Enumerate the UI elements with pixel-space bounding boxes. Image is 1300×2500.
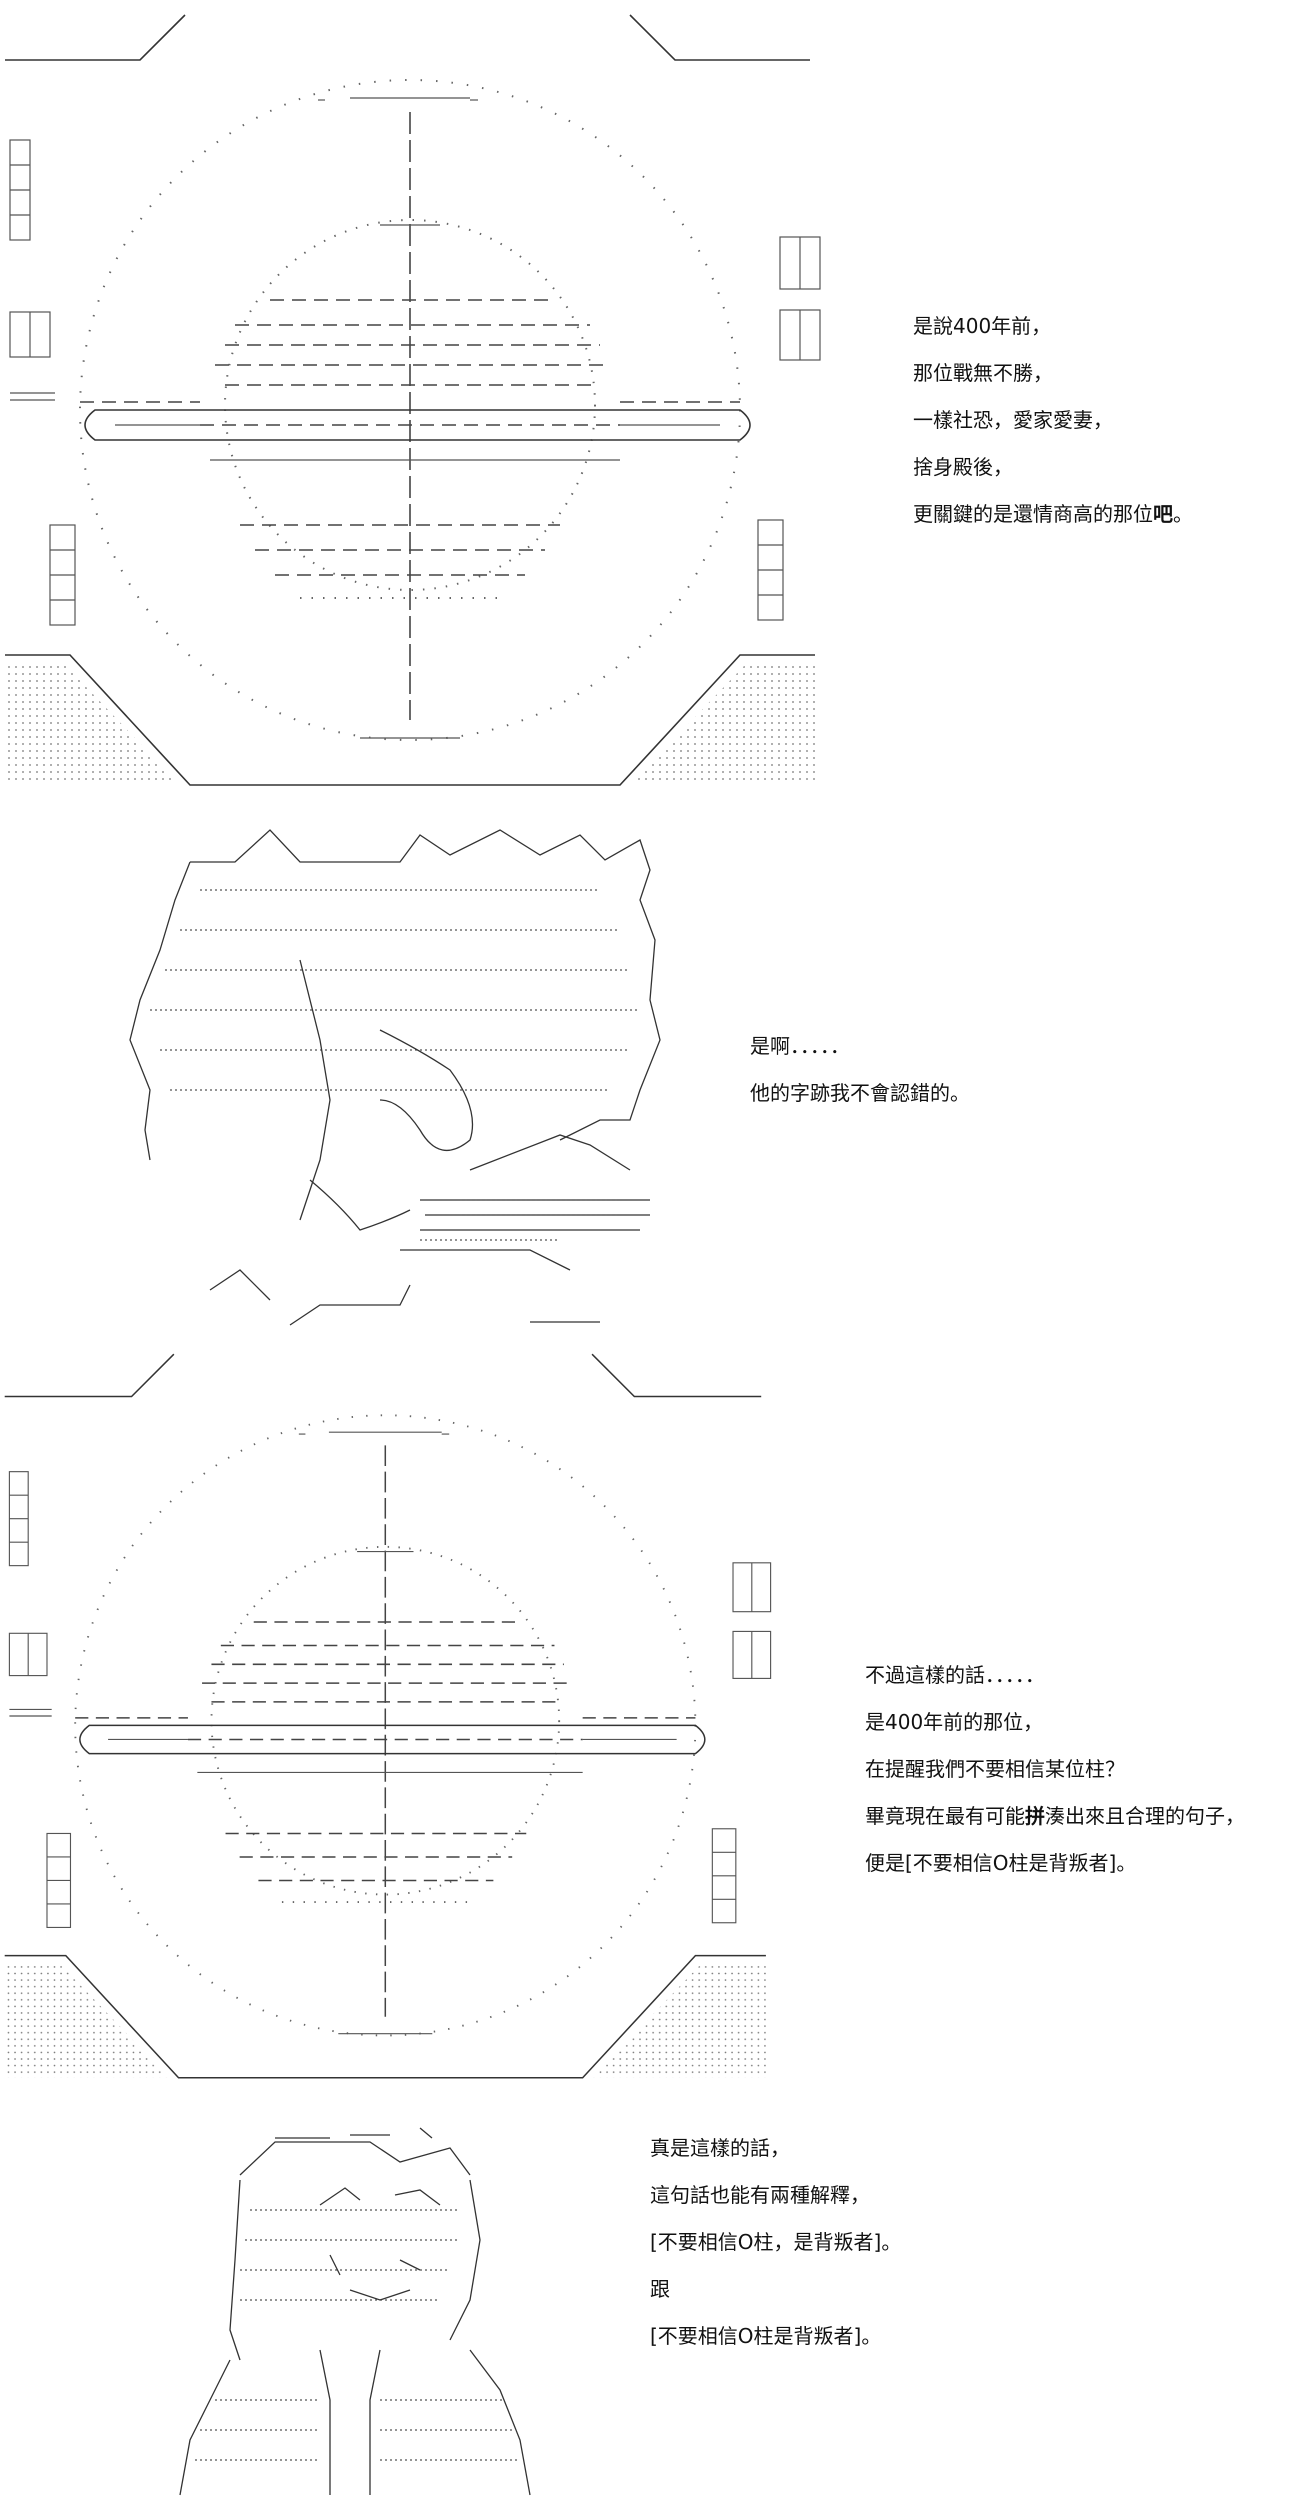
- caption-line: 更關鍵的是還情商高的那位吧。: [913, 491, 1193, 538]
- caption-bold-text: 吧: [1153, 502, 1173, 526]
- caption-line: 真是這樣的話，: [650, 2136, 790, 2160]
- caption-line: 跟: [650, 2277, 670, 2301]
- panel-3-hud-scope: 不過這樣的話．．．．． 是400年前的那位， 在提醒我們不要相信某位柱？ 畢竟現…: [0, 1340, 1300, 2100]
- caption-line: 是說400年前，: [913, 314, 1052, 338]
- caption-line: 捨身殿後，: [913, 455, 1013, 479]
- character-art: [129, 829, 661, 1326]
- character-art: [179, 2127, 531, 2496]
- caption-text: 湊出來且合理的句子，: [1045, 1804, 1245, 1828]
- hud-scope-drawing: [3, 1353, 772, 2079]
- caption-text: 。: [1173, 502, 1193, 526]
- panel-4-character: 真是這樣的話， 這句話也能有兩種解釋， [不要相信O柱，是背叛者]。 跟 [不要…: [0, 2100, 1300, 2500]
- panel-1-caption: 是說400年前， 那位戰無不勝， 一樣社恐，愛家愛妻， 捨身殿後， 更關鍵的是還…: [913, 303, 1193, 538]
- caption-line: 他的字跡我不會認錯的。: [750, 1081, 970, 1105]
- hud-scope-drawing: [4, 14, 821, 786]
- caption-text: 更關鍵的是還情商高的那位: [913, 502, 1153, 526]
- caption-line: [不要相信O柱是背叛者]。: [650, 2324, 882, 2348]
- panel-2-character: 是啊．．．．． 他的字跡我不會認錯的。: [0, 800, 1300, 1340]
- caption-line: 那位戰無不勝，: [913, 361, 1053, 385]
- caption-text: 畢竟現在最有可能: [865, 1804, 1025, 1828]
- caption-line: 這句話也能有兩種解釋，: [650, 2183, 870, 2207]
- caption-line: 畢竟現在最有可能拼湊出來且合理的句子，: [865, 1793, 1245, 1840]
- caption-line: 是啊．．．．．: [750, 1034, 850, 1058]
- caption-line: 一樣社恐，愛家愛妻，: [913, 408, 1113, 432]
- panel-3-caption: 不過這樣的話．．．．． 是400年前的那位， 在提醒我們不要相信某位柱？ 畢竟現…: [865, 1652, 1245, 1887]
- caption-bold-text: 拼: [1025, 1804, 1045, 1828]
- panel-2-caption: 是啊．．．．． 他的字跡我不會認錯的。: [750, 1023, 970, 1117]
- caption-line: 是400年前的那位，: [865, 1710, 1044, 1734]
- caption-line: 便是[不要相信O柱是背叛者]。: [865, 1851, 1137, 1875]
- panel-4-caption: 真是這樣的話， 這句話也能有兩種解釋， [不要相信O柱，是背叛者]。 跟 [不要…: [650, 2125, 901, 2360]
- caption-line: 在提醒我們不要相信某位柱？: [865, 1757, 1125, 1781]
- caption-line: [不要相信O柱，是背叛者]。: [650, 2230, 902, 2254]
- caption-line: 不過這樣的話．．．．．: [865, 1663, 1045, 1687]
- panel-1-hud-scope: 是說400年前， 那位戰無不勝， 一樣社恐，愛家愛妻， 捨身殿後， 更關鍵的是還…: [0, 0, 1300, 800]
